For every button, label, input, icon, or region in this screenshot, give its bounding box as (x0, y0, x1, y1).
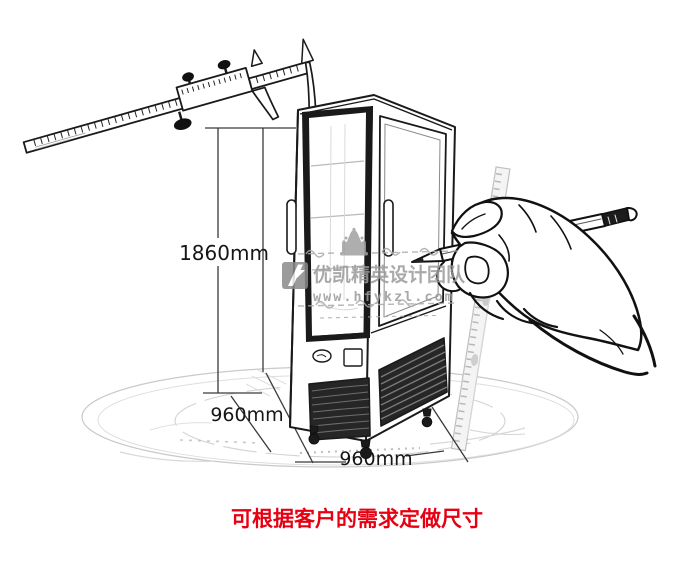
caliper-knob (182, 72, 194, 82)
caliper-slide (175, 66, 254, 112)
watermark-brand-text: 优凯精英设计团队 (313, 263, 466, 286)
left-door-handle (286, 199, 297, 255)
caliper-lock-screw (173, 118, 192, 131)
depth-dimension-label: 960mm (210, 404, 283, 426)
crown-icon (340, 227, 368, 256)
cabinet-shelves (310, 160, 365, 271)
index-finger (450, 200, 503, 239)
caption-text: 可根据客户的需求定做尺寸 (231, 507, 483, 531)
display-cabinet-icon (286, 94, 456, 459)
width-dimension-label: 960mm (339, 448, 412, 470)
control-panel (312, 349, 332, 363)
watermark-website-text: www.hfykzl.com (313, 289, 455, 305)
right-glass-panel (378, 115, 447, 327)
width-right-tick (405, 450, 445, 457)
right-door-handle (383, 199, 394, 257)
hand-with-pencil-icon (411, 196, 657, 376)
thumbnail (464, 255, 490, 285)
brand-logo-icon (282, 262, 308, 289)
depth-dimension-line (230, 395, 272, 453)
cabinet-door (302, 106, 373, 342)
access-panel (343, 348, 363, 367)
height-dimension-label: 1860mm (179, 241, 269, 265)
caster-wheels (308, 408, 433, 459)
vernier-caliper-icon (22, 38, 317, 154)
caliper-knob (217, 59, 231, 70)
pencil-eraser (626, 206, 638, 222)
flourish-ornament-icon (297, 247, 459, 319)
watermark: 优凯精英设计团队 www.hfykzl.com (282, 227, 466, 319)
pencil-tip (412, 258, 424, 263)
width-extension-line (431, 406, 469, 463)
caliper-jaw (251, 86, 280, 121)
